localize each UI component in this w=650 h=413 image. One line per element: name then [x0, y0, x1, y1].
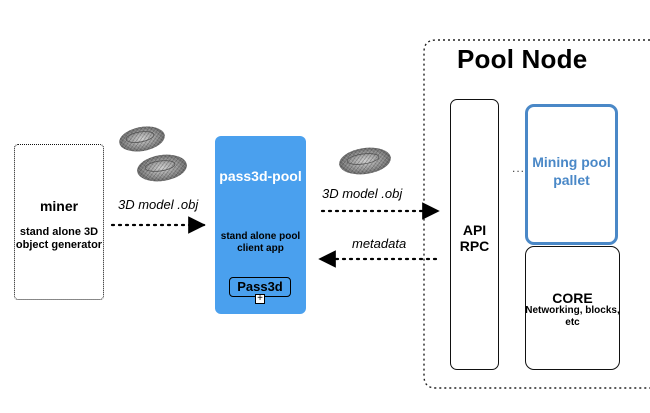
arrow-label-app-to-api: 3D model .obj: [322, 186, 403, 201]
miner-box: [14, 144, 104, 300]
arrow-label-miner-to-app: 3D model .obj: [118, 197, 199, 212]
3d-model-mesh-icon: [339, 147, 391, 175]
3d-model-mesh-icon: [137, 154, 187, 182]
3d-model-mesh-icon: [119, 126, 165, 152]
ellipsis-connector: ...: [512, 161, 526, 175]
mining-pool-pallet-label: Mining pool pallet: [525, 153, 618, 189]
api-label: API: [462, 222, 487, 238]
api-rpc-box: [450, 99, 499, 370]
app-title: pass3d-pool: [219, 168, 302, 184]
miner-description: stand alone 3D object generator: [15, 226, 103, 251]
core-description: Networking, blocks, etc: [525, 305, 620, 328]
plus-square-icon: +: [255, 294, 265, 304]
mining-pool-pallet-box: [525, 104, 618, 245]
miner-title: miner: [39, 198, 79, 214]
rpc-label: RPC: [459, 238, 490, 254]
pallet-line-2: pallet: [553, 172, 590, 188]
pool-node-title: Pool Node: [457, 44, 588, 74]
core-box: [525, 246, 620, 370]
core-title: CORE: [552, 290, 593, 306]
app-description: stand alone pool client app: [220, 231, 301, 254]
pallet-line-1: Mining pool: [532, 154, 611, 170]
arrow-label-api-to-app: metadata: [352, 236, 407, 251]
api-rpc-label: API RPC: [450, 222, 499, 254]
